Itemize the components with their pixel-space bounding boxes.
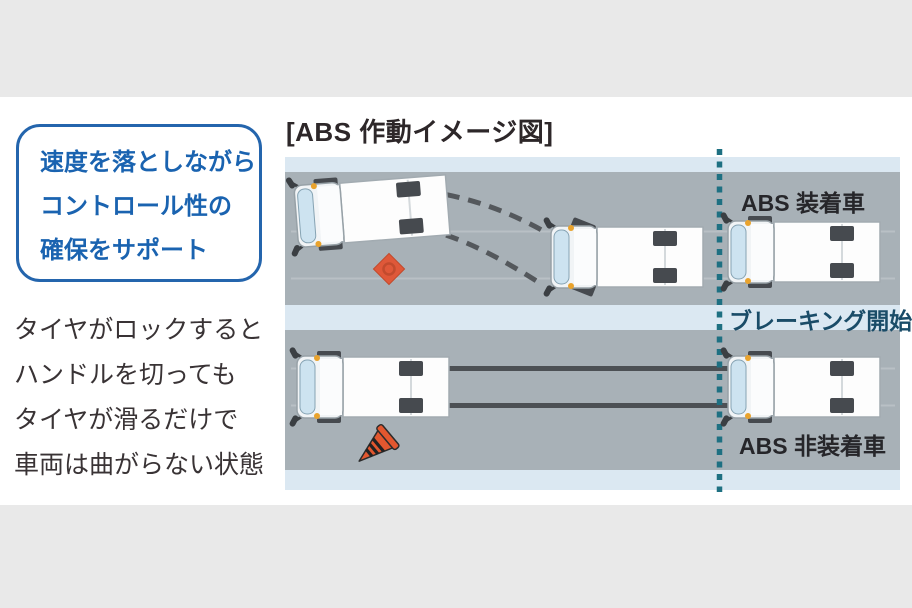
- skid-marks: [425, 366, 746, 408]
- truck-abs-steering: [543, 216, 703, 297]
- abs-dashed-tracks: [424, 188, 549, 288]
- callout-line: コントロール性の: [40, 193, 232, 220]
- truck-abs-swerved: [285, 164, 451, 258]
- label-abs-not-equipped: ABS 非装着車: [739, 433, 886, 459]
- road-shoulder-bottom: [285, 470, 900, 490]
- label-abs-equipped: ABS 装着車: [741, 190, 865, 216]
- description-line: タイヤが滑るだけで: [14, 406, 239, 434]
- label-braking-start: ブレーキング開始: [729, 308, 912, 334]
- description-text: タイヤがロックすると ハンドルを切っても タイヤが滑るだけで 車両は曲がらない状…: [14, 308, 286, 488]
- content-panel: 速度を落としながら コントロール性の 確保をサポート タイヤがロックすると ハン…: [0, 97, 912, 505]
- diagram-scene: [285, 149, 895, 492]
- diagram-title: [ABS 作動イメージ図]: [286, 117, 554, 147]
- callout-line: 確保をサポート: [40, 237, 208, 264]
- benefit-callout-box: 速度を落としながら コントロール性の 確保をサポート: [16, 124, 262, 282]
- description-line: タイヤがロックすると: [14, 316, 264, 344]
- truck-noabs-skidded: [289, 346, 449, 427]
- callout-line: 速度を落としながら: [40, 149, 256, 176]
- traffic-cone-icon: [358, 423, 400, 462]
- road-shoulder-top: [285, 157, 900, 172]
- obstacle-diamond-icon: [372, 252, 406, 286]
- description-line: ハンドルを切っても: [14, 361, 237, 389]
- abs-diagram: ABS 装着車 ブレーキング開始 ABS 非装着車: [285, 149, 912, 492]
- truck-noabs-braking-start: [720, 346, 880, 427]
- truck-abs-braking-start: [720, 211, 880, 292]
- road-divider: [285, 305, 900, 330]
- description-line: 車両は曲がらない状態: [14, 451, 265, 479]
